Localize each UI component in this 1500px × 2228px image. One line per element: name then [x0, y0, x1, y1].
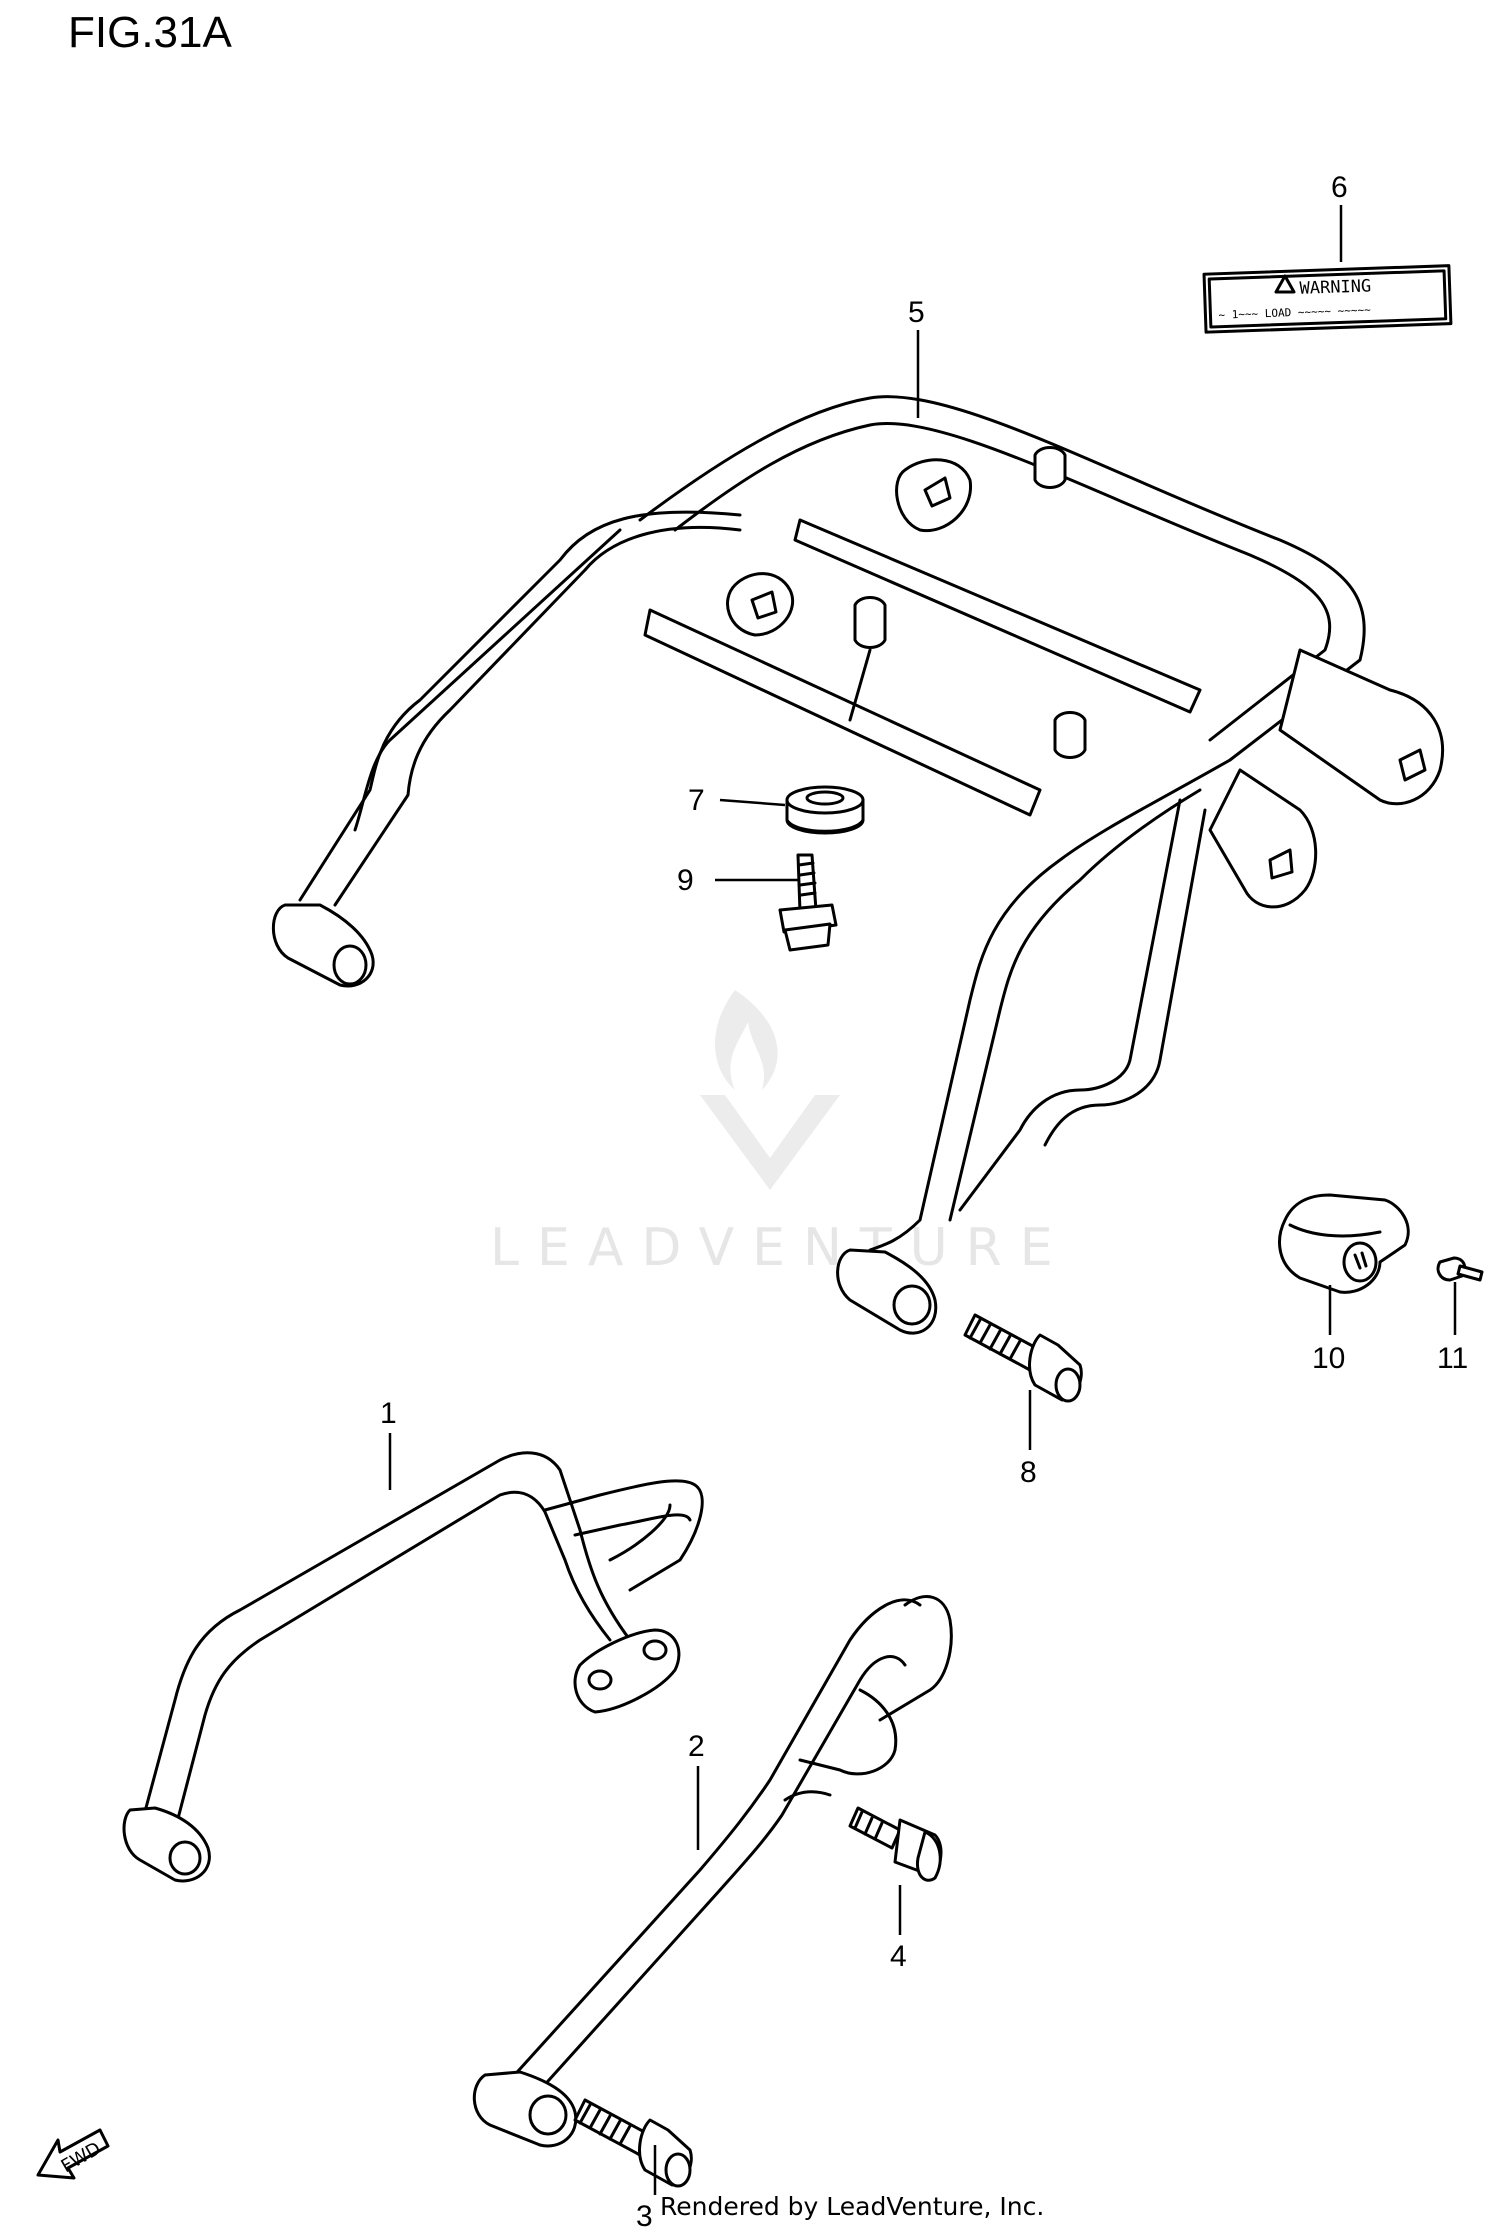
callout-1: 1 — [380, 1397, 397, 1430]
part-10-knob — [1278, 1193, 1410, 1294]
part-6-warning-label: WARNING ~ 1~~~ LOAD ~~~~~ ~~~~~ — [1202, 264, 1453, 334]
callout-6: 6 — [1331, 171, 1348, 204]
part-3-bolt — [573, 2098, 693, 2188]
part-1-bracket — [122, 1451, 704, 1883]
callout-numbers: 1 2 3 4 5 6 7 8 9 10 11 — [380, 171, 1468, 2228]
callout-9: 9 — [677, 864, 694, 897]
figure-title: FIG.31A — [68, 8, 232, 57]
callout-5: 5 — [908, 296, 925, 329]
fwd-arrow-icon: FWD — [36, 2128, 110, 2180]
callout-7: 7 — [688, 784, 705, 817]
footer-credit: Rendered by LeadVenture, Inc. — [660, 2192, 1045, 2221]
callout-11: 11 — [1437, 1342, 1468, 1375]
callout-8: 8 — [1020, 1456, 1037, 1489]
watermark-text: LEADVENTURE — [490, 1218, 1071, 1278]
callout-3: 3 — [636, 2200, 653, 2228]
callout-leaders — [388, 205, 1457, 2195]
callout-10: 10 — [1312, 1342, 1345, 1375]
warning-label-subtitle: ~ 1~~~ LOAD ~~~~~ ~~~~~ — [1218, 303, 1371, 321]
callout-2: 2 — [688, 1730, 705, 1763]
part-9-bolt — [778, 853, 838, 952]
warning-label-title: WARNING — [1299, 276, 1371, 298]
part-11-screw — [1436, 1256, 1484, 1282]
watermark: LEADVENTURE — [490, 990, 1071, 1278]
part-8-bolt — [963, 1313, 1083, 1403]
part-5-carrier — [271, 395, 1445, 1335]
part-4-bolt — [848, 1806, 943, 1882]
callout-4: 4 — [890, 1940, 907, 1973]
part-2-bracket — [472, 1595, 953, 2148]
part-7-cushion — [785, 785, 865, 835]
